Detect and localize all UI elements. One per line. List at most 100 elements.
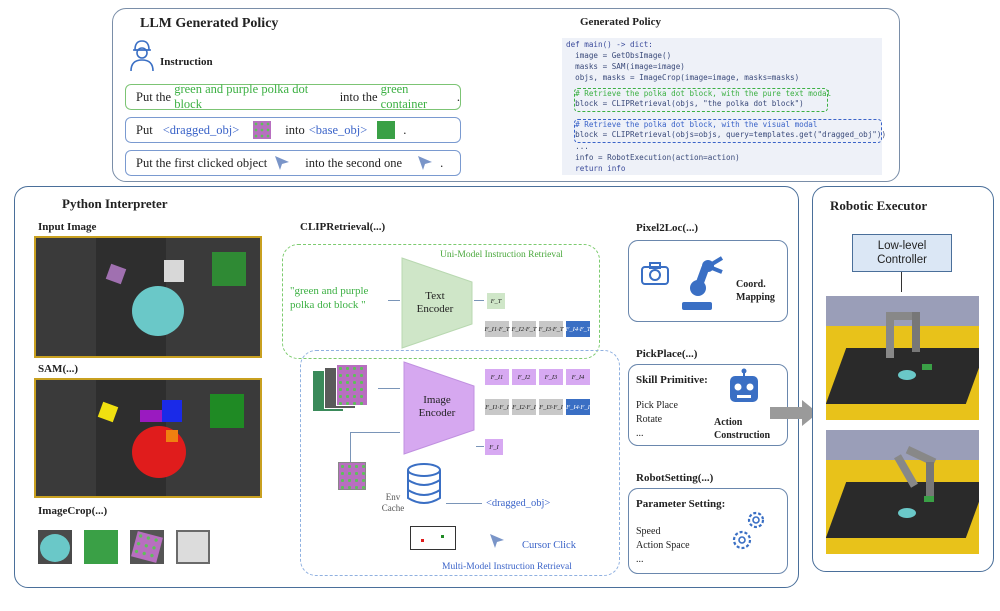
instruction-label: Instruction — [160, 56, 213, 68]
instr1-pre: Put the — [136, 89, 175, 104]
green-container — [212, 252, 246, 286]
multi-model-region — [300, 350, 620, 576]
instr2-put: Put — [136, 122, 153, 137]
code-line: masks = SAM(image=image) — [566, 62, 685, 71]
param-item: Speed — [636, 526, 661, 537]
robotsetting-label: RobotSetting(...) — [636, 472, 714, 484]
code-line: ... — [566, 142, 589, 151]
image-feature-4: F_I4 — [565, 368, 591, 386]
input-image — [34, 236, 262, 358]
code-line: image = GetObsImage() — [566, 51, 672, 60]
text-encoder — [401, 257, 473, 349]
instruction-image-box: Put <dragged_obj> into <base_obj> . — [125, 117, 461, 143]
person-icon — [130, 40, 154, 72]
code-line: def main() -> dict: — [566, 40, 653, 49]
skill-item: ... — [636, 428, 644, 439]
camera-icon — [641, 262, 669, 285]
click-frame — [410, 526, 456, 550]
env-cache-label: Env Cache — [381, 492, 405, 513]
text-product-1: F_I1·F_T — [484, 320, 510, 338]
code-line: return info — [566, 164, 626, 173]
visual-modal-highlight — [574, 119, 882, 143]
low-level-controller-label: Low-level Controller — [877, 240, 927, 266]
input-image-label: Input Image — [38, 221, 97, 233]
polka-block-thumbnail — [253, 121, 272, 139]
skill-item: Rotate — [636, 414, 663, 425]
cursor-icon — [490, 534, 504, 548]
teal-bowl — [132, 286, 184, 336]
llm-policy-title: LLM Generated Policy — [140, 16, 279, 31]
feature-ft: F_T — [486, 292, 506, 310]
instr3-post: . — [440, 155, 444, 170]
green-container-thumbnail — [377, 121, 396, 139]
image-product-1: F_I1·F_I — [484, 398, 510, 416]
instr2-post: . — [403, 122, 407, 137]
code-line: objs, masks = ImageCrop(image=image, mas… — [566, 73, 800, 82]
robot-arm-icon — [682, 256, 724, 310]
code-block — [562, 38, 882, 175]
image-encoder — [403, 361, 475, 455]
dragged-obj-text: <dragged_obj> — [486, 498, 551, 509]
imagecrop-label: ImageCrop(...) — [38, 505, 108, 517]
low-level-controller-box: Low-level Controller — [852, 234, 952, 272]
instr3-mid: into the second one — [305, 155, 403, 170]
image-product-4: F_I4·F_I — [565, 398, 591, 416]
instruction-text-box: Put the green and purple polka dot block… — [125, 82, 461, 111]
param-item: Action Space — [636, 540, 690, 551]
instr1-target: green container — [380, 82, 428, 111]
instr1-object: green and purple polka dot block — [174, 82, 309, 111]
crop-polka — [130, 530, 164, 564]
code-comment: # Retrieve the polka dot block, with the… — [566, 120, 818, 129]
text-product-2: F_I2·F_T — [511, 320, 537, 338]
instr2-into: into — [285, 122, 305, 137]
image-feature-1: F_I1 — [484, 368, 510, 386]
crop-stack — [312, 362, 376, 414]
pixel2loc-label: Pixel2Loc(...) — [636, 222, 699, 234]
code-line: block = CLIPRetrieval(objs, "the polka d… — [566, 99, 804, 108]
crop-green — [84, 530, 118, 564]
blue-mask — [162, 400, 182, 422]
robotic-executor-title: Robotic Executor — [830, 198, 928, 213]
python-interpreter-title: Python Interpreter — [62, 196, 168, 211]
image-feature-2: F_I2 — [511, 368, 537, 386]
cursor-icon — [418, 156, 433, 170]
purple-mask — [140, 410, 162, 422]
gear-icon — [732, 511, 765, 550]
database-icon — [407, 463, 441, 504]
feature-fi: F_I — [484, 438, 504, 456]
generated-policy-title: Generated Policy — [580, 16, 661, 28]
robot-scene-bottom — [826, 430, 979, 554]
skill-item: Pick Place — [636, 400, 678, 411]
image-encoder-label: Image Encoder — [418, 394, 456, 419]
pickplace-box — [628, 364, 788, 446]
instr1-mid: into the — [336, 89, 381, 104]
param-setting-label: Parameter Setting: — [636, 498, 726, 510]
code-line: block = CLIPRetrieval(objs=objs, query=t… — [566, 130, 887, 139]
pickplace-label: PickPlace(...) — [636, 348, 698, 360]
cursor-icon — [275, 156, 290, 170]
uni-model-label: Uni-Model Instruction Retrieval — [440, 250, 563, 260]
sam-label: SAM(...) — [38, 363, 79, 375]
instr3-pre: Put the first clicked object — [136, 155, 268, 170]
instr2-base: <base_obj> — [308, 122, 368, 137]
orange-mask — [166, 430, 178, 442]
cursor-click-label: Cursor Click — [522, 540, 576, 551]
instr2-dragged: <dragged_obj> — [162, 122, 240, 137]
text-product-3: F_I3·F_T — [538, 320, 564, 338]
image-feature-3: F_I3 — [538, 368, 564, 386]
robot-head-icon — [730, 368, 758, 402]
text-modal-highlight — [574, 88, 828, 112]
multi-model-label: Multi-Model Instruction Retrieval — [442, 562, 572, 572]
robot-scene-top — [826, 296, 979, 420]
flow-arrow — [770, 400, 818, 426]
crop-bowl — [38, 530, 72, 564]
sam-image — [34, 378, 262, 498]
text-encoder-label: Text Encoder — [416, 290, 454, 315]
code-line: info = RobotExecution(action=action) — [566, 153, 740, 162]
skill-primitive-label: Skill Primitive: — [636, 374, 708, 386]
clip-label: CLIPRetrieval(...) — [300, 221, 386, 233]
white-block — [164, 260, 184, 282]
action-construction-label: Action Construction — [714, 417, 771, 441]
retrieved-polka-block — [338, 462, 366, 490]
green-mask — [210, 394, 244, 428]
